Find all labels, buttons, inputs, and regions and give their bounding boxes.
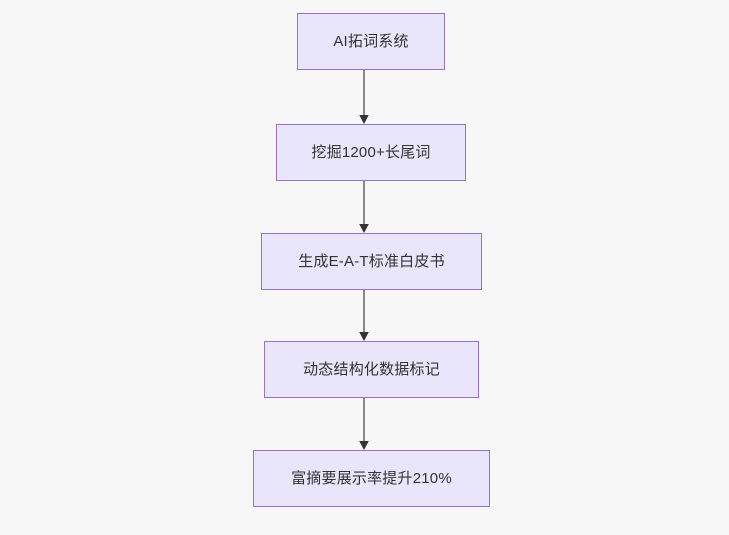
flow-node-1[interactable]: AI拓词系统 [297,13,445,70]
flow-node-label: 生成E-A-T标准白皮书 [298,253,445,270]
flow-node-4[interactable]: 动态结构化数据标记 [264,341,479,398]
flow-node-2[interactable]: 挖掘1200+长尾词 [276,124,466,181]
flow-node-label: 挖掘1200+长尾词 [311,144,431,161]
arrow-head-icon [359,224,369,233]
arrow-head-icon [359,441,369,450]
flow-arrow [357,70,371,124]
flow-node-3[interactable]: 生成E-A-T标准白皮书 [261,233,482,290]
flow-node-label: 富摘要展示率提升210% [291,470,452,487]
flow-arrow [357,398,371,450]
flow-node-5[interactable]: 富摘要展示率提升210% [253,450,490,507]
arrow-head-icon [359,115,369,124]
flow-node-label: 动态结构化数据标记 [303,361,440,378]
flow-arrow [357,181,371,233]
flow-arrow [357,290,371,341]
flow-node-label: AI拓词系统 [333,33,409,50]
arrow-head-icon [359,332,369,341]
